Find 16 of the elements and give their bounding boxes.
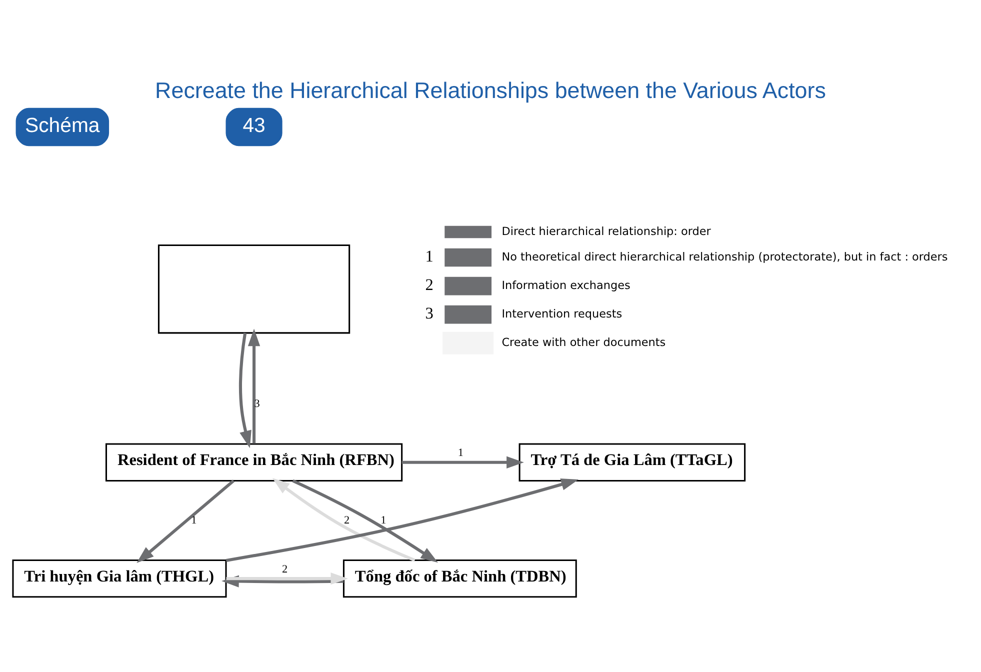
edge-label: 1 bbox=[458, 446, 464, 459]
edge-label: 1 bbox=[380, 514, 386, 526]
legend-label: Information exchanges bbox=[502, 278, 630, 292]
label: 1 bbox=[425, 246, 434, 265]
label: Schéma bbox=[25, 114, 100, 137]
label: 2 bbox=[425, 274, 434, 294]
label: 43 bbox=[242, 114, 266, 137]
label: 3 bbox=[425, 302, 434, 322]
legend-label: Intervention requests bbox=[502, 306, 622, 320]
edge-label: 1 bbox=[191, 514, 197, 526]
diagram-title: Recreate the Hierarchical Relationships between the Various Actors bbox=[155, 78, 826, 103]
edge-label: 2 bbox=[344, 514, 350, 526]
legend-label: No theoretical direct hierarchical relationship (protectorate), but in fact : orders bbox=[502, 250, 948, 263]
edge-label: 2 bbox=[282, 562, 288, 575]
legend-label: Create with other documents bbox=[502, 335, 666, 348]
legend-label: Direct hierarchical relationship: order bbox=[502, 224, 711, 238]
